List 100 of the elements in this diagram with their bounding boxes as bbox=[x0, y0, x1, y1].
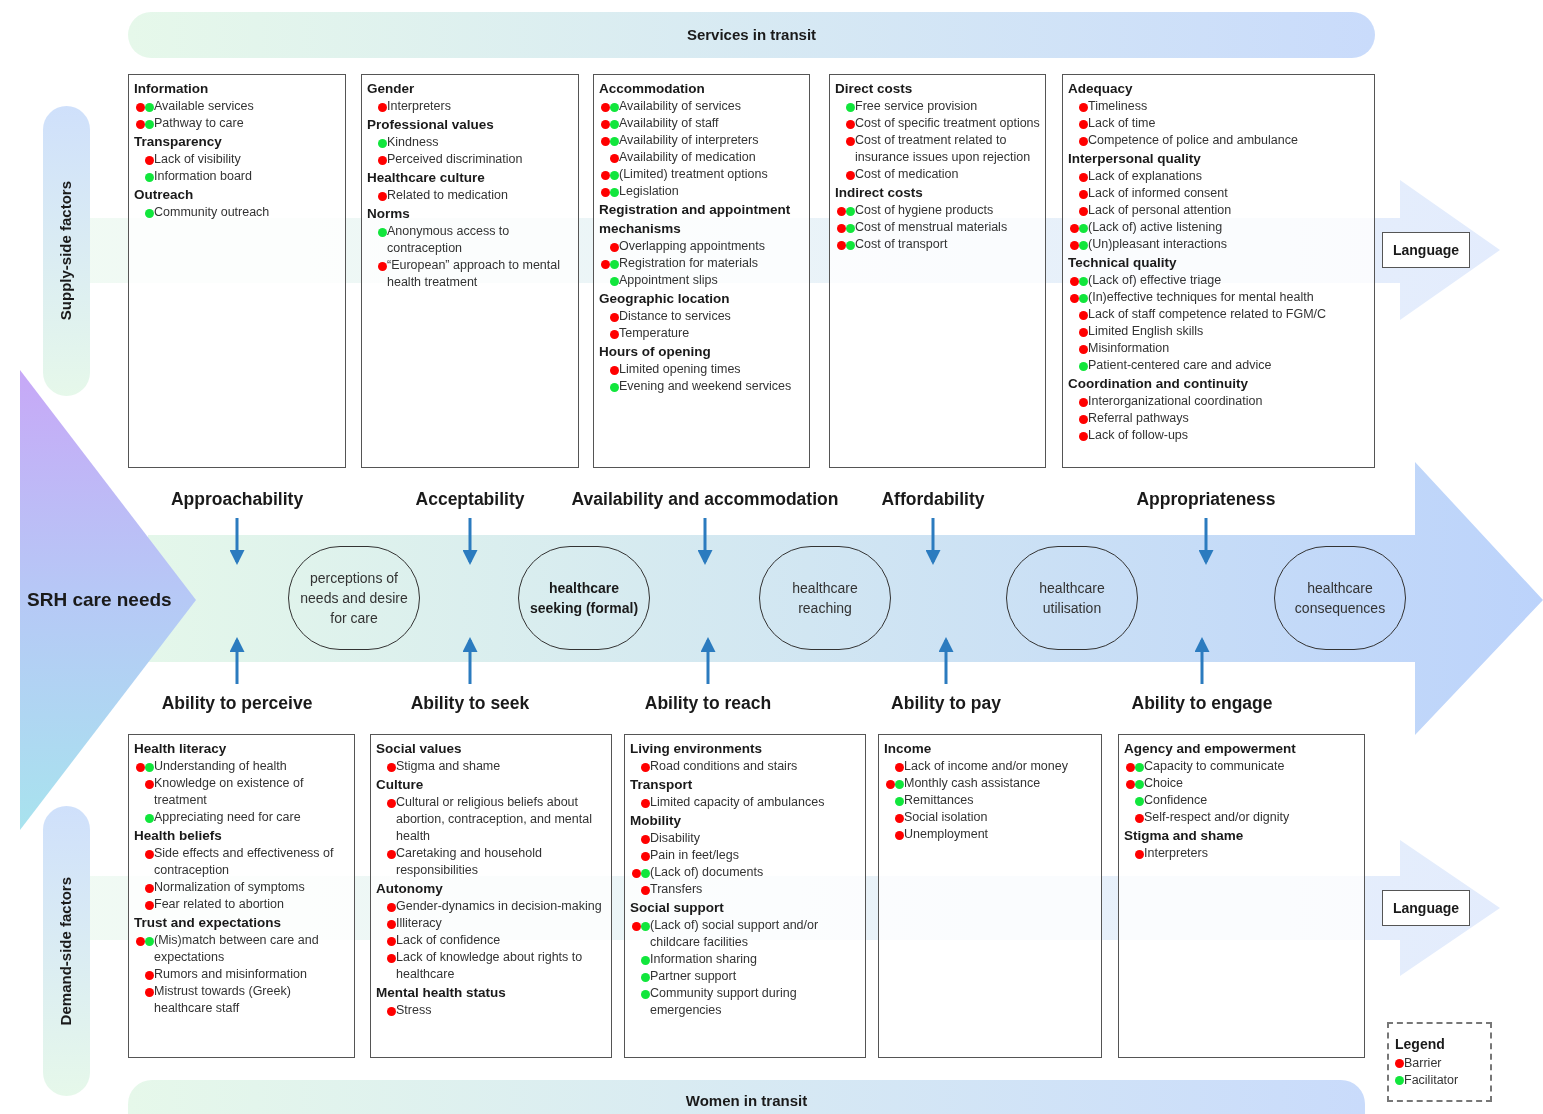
category-heading: Healthcare culture bbox=[367, 169, 486, 187]
arrow bbox=[229, 637, 245, 684]
factor-item: (Lack of) effective triage bbox=[1088, 272, 1222, 289]
factor-item: Normalization of symptoms bbox=[154, 879, 305, 896]
dimension-heading: Appropriateness bbox=[1136, 487, 1276, 511]
factor-item: Patient-centered care and advice bbox=[1088, 357, 1272, 374]
factor-item: Limited opening times bbox=[619, 361, 741, 378]
arrow bbox=[700, 637, 716, 684]
factor-item: Capacity to communicate bbox=[1144, 758, 1285, 775]
category-heading: Direct costs bbox=[835, 80, 914, 98]
stage-label: perceptions of needs and desire for care bbox=[299, 569, 409, 628]
factor-item: (Lack of) active listening bbox=[1088, 219, 1223, 236]
band-label: Supply-side factors bbox=[56, 181, 76, 321]
category-heading: Mobility bbox=[630, 812, 682, 830]
factor-box bbox=[878, 734, 1102, 1058]
category-heading: Professional values bbox=[367, 116, 495, 134]
factor-item: Community support during emergencies bbox=[650, 985, 798, 1019]
box-label: Language bbox=[1392, 240, 1460, 260]
category-heading: Norms bbox=[367, 205, 411, 223]
factor-side-band bbox=[43, 106, 90, 396]
factor-item: Cultural or religious beliefs about abortion, contraception, and mental health bbox=[396, 794, 593, 845]
factor-item: Perceived discrimination bbox=[387, 151, 523, 168]
language-box bbox=[1382, 890, 1470, 926]
factor-item: Limited English skills bbox=[1088, 323, 1204, 340]
category-heading: Information bbox=[134, 80, 210, 98]
category-heading: Living environments bbox=[630, 740, 764, 758]
arrow bbox=[697, 518, 713, 565]
factor-item: “European” approach to mental health treatment bbox=[387, 257, 562, 291]
category-heading: Culture bbox=[376, 776, 425, 794]
category-heading: Agency and empowerment bbox=[1124, 740, 1297, 758]
factor-item: Lack of staff competence related to FGM/C bbox=[1088, 306, 1327, 323]
factor-item: Social isolation bbox=[904, 809, 988, 826]
factor-side-band bbox=[43, 806, 90, 1096]
factor-item: Referral pathways bbox=[1088, 410, 1189, 427]
factor-item: (Mis)match between care and expectations bbox=[154, 932, 320, 966]
factor-item: Interpreters bbox=[387, 98, 451, 115]
factor-item: Appointment slips bbox=[619, 272, 718, 289]
factor-item: Lack of knowledge about rights to healthcare bbox=[396, 949, 584, 983]
dimension-heading: Affordability bbox=[881, 487, 985, 511]
box-label: Language bbox=[1392, 898, 1460, 918]
factor-item: Monthly cash assistance bbox=[904, 775, 1041, 792]
legend-text: Facilitator bbox=[1404, 1072, 1459, 1089]
factor-item: Lack of informed consent bbox=[1088, 185, 1228, 202]
factor-item: Cost of specific treatment options bbox=[855, 115, 1040, 132]
factor-item: Side effects and effectiveness of contraception bbox=[154, 845, 335, 879]
factor-box bbox=[1118, 734, 1365, 1058]
arrow bbox=[1194, 637, 1210, 684]
arrow bbox=[462, 518, 478, 565]
factor-item: Disability bbox=[650, 830, 700, 847]
factor-item: Cost of menstrual materials bbox=[855, 219, 1008, 236]
factor-item: Cost of transport bbox=[855, 236, 948, 253]
legend-text: Barrier bbox=[1404, 1055, 1442, 1072]
category-heading: Trust and expectations bbox=[134, 914, 283, 932]
category-heading: Registration and appointment mechanisms bbox=[599, 201, 792, 238]
factor-item: Gender-dynamics in decision-making bbox=[396, 898, 602, 915]
category-heading: Interpersonal quality bbox=[1068, 150, 1202, 168]
factor-item: Pain in feet/legs bbox=[650, 847, 739, 864]
factor-item: Partner support bbox=[650, 968, 737, 985]
dimension-heading: Acceptability bbox=[415, 487, 525, 511]
band-label: Services in transit bbox=[686, 24, 817, 45]
category-heading: Geographic location bbox=[599, 290, 731, 308]
factor-item: Kindness bbox=[387, 134, 439, 151]
category-heading: Health literacy bbox=[134, 740, 228, 758]
factor-item: Lack of income and/or money bbox=[904, 758, 1068, 775]
factor-item: Availability of interpreters bbox=[619, 132, 759, 149]
factor-item: Cost of hygiene products bbox=[855, 202, 994, 219]
factor-item: Community outreach bbox=[154, 204, 270, 221]
factor-item: (Un)pleasant interactions bbox=[1088, 236, 1227, 253]
factor-item: Lack of follow-ups bbox=[1088, 427, 1189, 444]
factor-box bbox=[829, 74, 1046, 468]
factor-box bbox=[370, 734, 612, 1058]
factor-item: Stress bbox=[396, 1002, 432, 1019]
factor-item: Mistrust towards (Greek) healthcare staff bbox=[154, 983, 292, 1017]
factor-item: Knowledge on existence of treatment bbox=[154, 775, 305, 809]
factor-item: Lack of explanations bbox=[1088, 168, 1202, 185]
factor-item: Evening and weekend services bbox=[619, 378, 792, 395]
legend-title: Legend bbox=[1395, 1035, 1446, 1054]
factor-item: (Lack of) documents bbox=[650, 864, 764, 881]
category-heading: Outreach bbox=[134, 186, 195, 204]
factor-item: Related to medication bbox=[387, 187, 508, 204]
dimension-heading: Ability to perceive bbox=[161, 691, 313, 715]
category-heading: Accommodation bbox=[599, 80, 706, 98]
factor-item: Overlapping appointments bbox=[619, 238, 765, 255]
dimension-heading: Approachability bbox=[170, 487, 304, 511]
category-heading: Social support bbox=[630, 899, 725, 917]
factor-box bbox=[128, 734, 355, 1058]
factor-item: Self-respect and/or dignity bbox=[1144, 809, 1290, 826]
category-heading: Hours of opening bbox=[599, 343, 712, 361]
factor-item: Misinformation bbox=[1088, 340, 1170, 357]
factor-item: Transfers bbox=[650, 881, 703, 898]
stage-label: healthcare reaching bbox=[791, 579, 859, 618]
factor-item: Availability of medication bbox=[619, 149, 756, 166]
category-heading: Technical quality bbox=[1068, 254, 1178, 272]
factor-item: Choice bbox=[1144, 775, 1183, 792]
arrow bbox=[1198, 518, 1214, 565]
factor-item: Competence of police and ambulance bbox=[1088, 132, 1298, 149]
band-label: Women in transit bbox=[685, 1090, 808, 1111]
factor-item: Lack of visibility bbox=[154, 151, 241, 168]
category-heading: Health beliefs bbox=[134, 827, 223, 845]
arrow bbox=[938, 637, 954, 684]
